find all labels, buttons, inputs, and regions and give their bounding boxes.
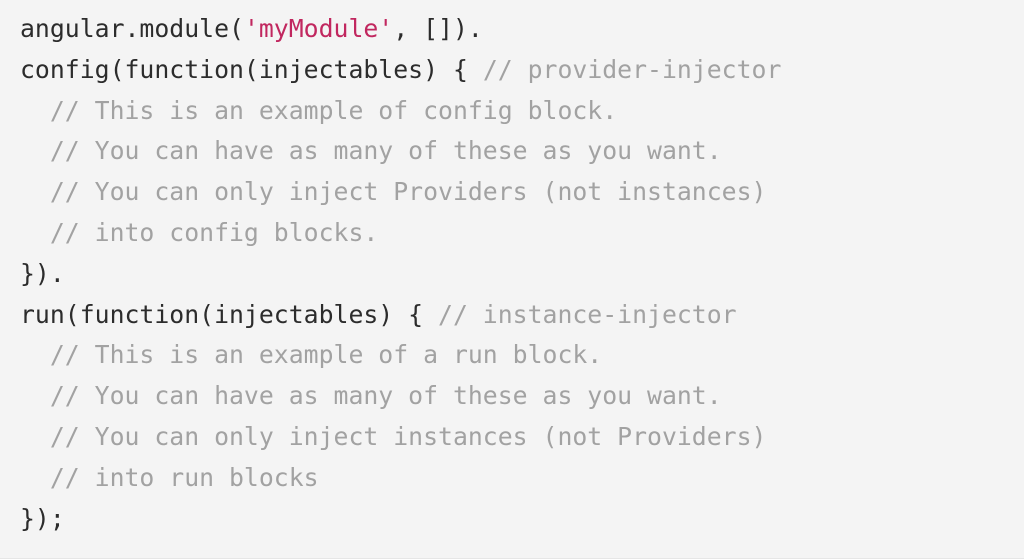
code-line: // You can only inject Providers (not in… [20,172,1024,213]
code-token: config(function(injectables) { [20,54,483,84]
code-comment: // You can have as many of these as you … [20,136,722,166]
code-comment: // You can have as many of these as you … [20,381,722,411]
code-line: // You can only inject instances (not Pr… [20,417,1024,458]
code-comment: // You can only inject instances (not Pr… [20,421,767,451]
code-comment: // into run blocks [20,462,319,492]
code-line: }). [20,254,1024,295]
code-token: }). [20,258,65,288]
code-comment: // into config blocks. [20,217,379,247]
code-line: // This is an example of config block. [20,91,1024,132]
code-comment: // This is an example of config block. [20,95,618,125]
code-line: config(function(injectables) { // provid… [20,50,1024,91]
code-comment: // provider-injector [482,54,782,84]
code-line: // You can have as many of these as you … [20,376,1024,417]
code-comment: // instance-injector [438,299,737,329]
code-line: // This is an example of a run block. [20,335,1024,376]
code-line: }); [20,499,1024,540]
code-line: // into run blocks [20,458,1024,499]
code-line: // You can have as many of these as you … [20,131,1024,172]
code-line: // into config blocks. [20,213,1024,254]
code-line: run(function(injectables) { // instance-… [20,295,1024,336]
code-token: angular.module( [20,14,244,43]
code-comment: // You can only inject Providers (not in… [20,177,767,207]
code-token: }); [20,503,65,533]
code-token: , []). [393,14,483,43]
code-comment: // This is an example of a run block. [20,340,603,370]
code-line: angular.module('myModule', []). [20,9,1024,50]
string-literal: 'myModule' [243,14,394,43]
code-token: run(function(injectables) { [20,299,439,329]
